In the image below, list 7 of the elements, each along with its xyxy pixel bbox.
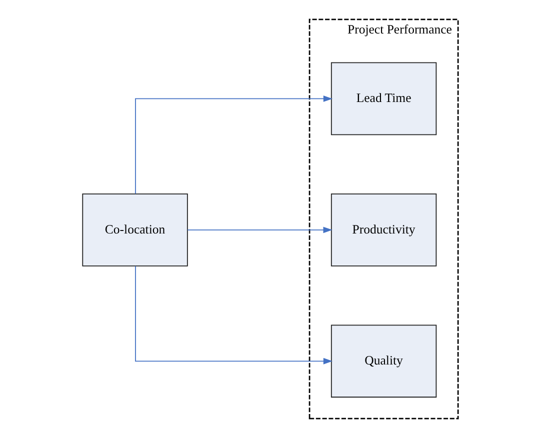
arrow — [187, 226, 332, 234]
node-box: Quality — [330, 324, 437, 398]
node-box: Lead Time — [330, 62, 437, 136]
node-box: Productivity — [330, 193, 437, 266]
node-box: Co-location — [82, 193, 188, 266]
arrow — [135, 96, 333, 194]
arrow — [135, 266, 333, 364]
